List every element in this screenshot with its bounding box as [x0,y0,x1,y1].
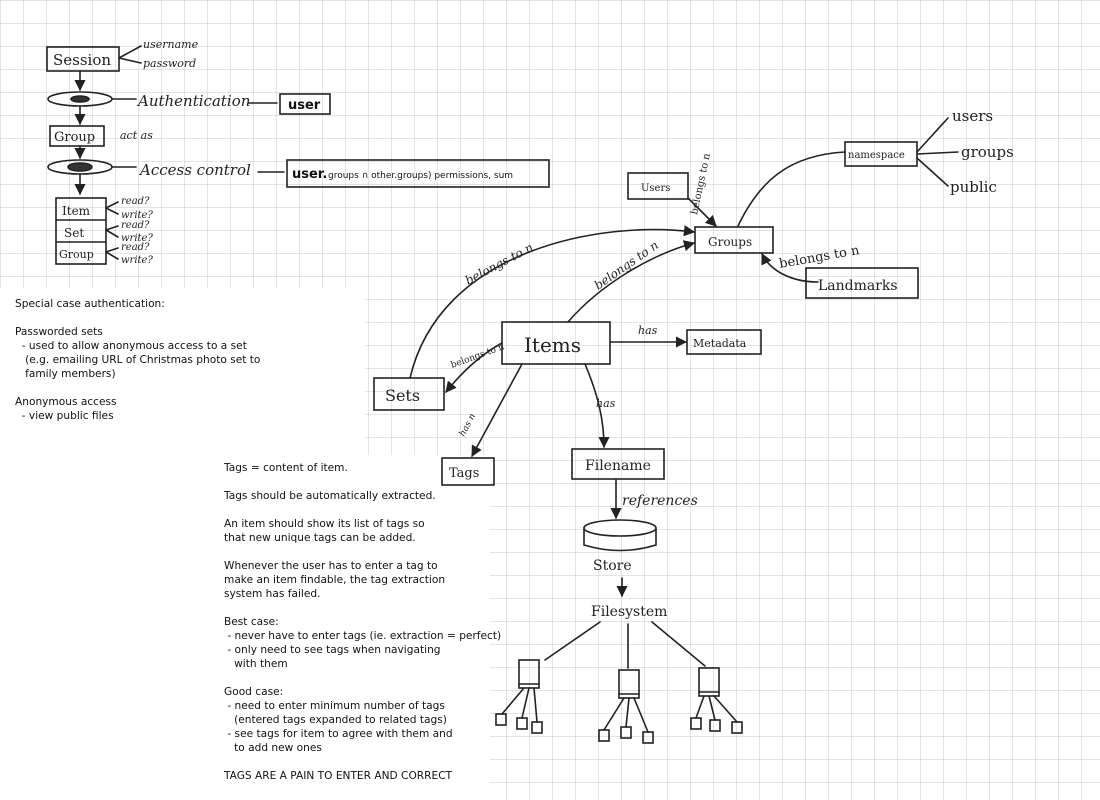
namespace-public-label: public [950,178,997,196]
authentication-notes: Special case authentication: Passworded … [15,298,261,422]
groups-to-namespace-edge [737,151,846,227]
session-field-username: username [143,38,199,51]
store-label: Store [593,558,632,574]
user-badge-box [279,93,331,115]
formula-box [286,159,550,188]
users-to-groups-edge [687,197,717,227]
store-cylinder-body [583,527,657,552]
leaf-icon [642,731,654,744]
perm-read-label: read? [121,242,150,253]
leaf-icon [731,721,743,734]
sets-box [373,377,445,411]
perm-read-label: read? [121,196,150,207]
auth-disk-center [70,95,90,103]
sets-to-groups-edge [409,225,696,379]
landmarks-box [805,267,919,299]
authentication-label: Authentication [136,92,250,110]
landmarks-to-groups-edge [761,252,819,283]
leaf-links [501,687,738,733]
act-as-label: act as [120,129,153,142]
users-box [627,172,689,200]
group-box [49,125,105,147]
items-to-sets-edge [445,342,503,393]
namespace-users-label: users [952,107,993,125]
filesystem-branches [544,621,706,669]
tags-notes: Tags = content of item. Tags should be a… [224,462,502,782]
tags-box [441,457,495,486]
tags-node-label: Tags [449,466,479,481]
server-base-lines [518,683,720,695]
sets-node-label: Sets [385,386,420,405]
formula-user-label: user. [292,167,327,182]
leaf-icon [690,717,702,730]
items-metadata-edge-label: has [638,324,658,337]
perm-write-label: write? [121,233,153,244]
group-label: Group [54,130,95,145]
items-to-filename-edge [584,363,610,449]
leaf-icon [620,726,632,739]
user-badge-label: user [288,98,321,113]
namespace-node-label: namespace [848,150,905,161]
namespace-groups-label: groups [961,143,1014,161]
perm-stack-dividers [55,219,107,243]
metadata-node-label: Metadata [693,337,747,350]
items-filename-edge-label: has [596,397,616,410]
session-box [46,46,120,72]
users-node-label: Users [641,183,670,194]
groups-node-label: Groups [708,235,752,249]
perm-group-label: Group [59,248,94,261]
access-disk-center [67,162,93,172]
session-field-links [118,45,142,64]
perm-item-label: Item [62,204,91,218]
leaf-icon [495,713,507,726]
filename-box [571,448,665,480]
filename-store-edge-label: references [622,493,698,509]
filename-node-label: Filename [585,458,651,474]
leaf-icon [531,721,543,734]
leaf-icon [709,719,721,732]
items-to-groups-edge [567,240,696,323]
perm-stack-box [55,197,107,265]
groups-box [694,226,774,254]
leaf-icon [598,729,610,742]
perm-write-label: write? [121,255,153,266]
items-to-tags-edge [471,363,523,457]
leaf-icon [516,717,528,730]
store-cylinder-top [583,519,657,537]
access-control-label: Access control [138,161,251,179]
perm-read-label: read? [121,220,150,231]
note-tags-panel [222,455,490,800]
perm-rw-links [105,201,119,260]
perm-set-label: Set [64,226,84,240]
perm-write-label: write? [121,210,153,221]
landmarks-node-label: Landmarks [818,278,898,294]
namespace-children-links [916,117,959,187]
session-field-password: password [143,57,196,70]
filesystem-label: Filesystem [591,604,667,620]
items-node-label: Items [524,333,581,357]
formula-rest-label: groups ∩ other.groups) permissions, sum [328,171,513,181]
session-label: Session [53,51,111,69]
